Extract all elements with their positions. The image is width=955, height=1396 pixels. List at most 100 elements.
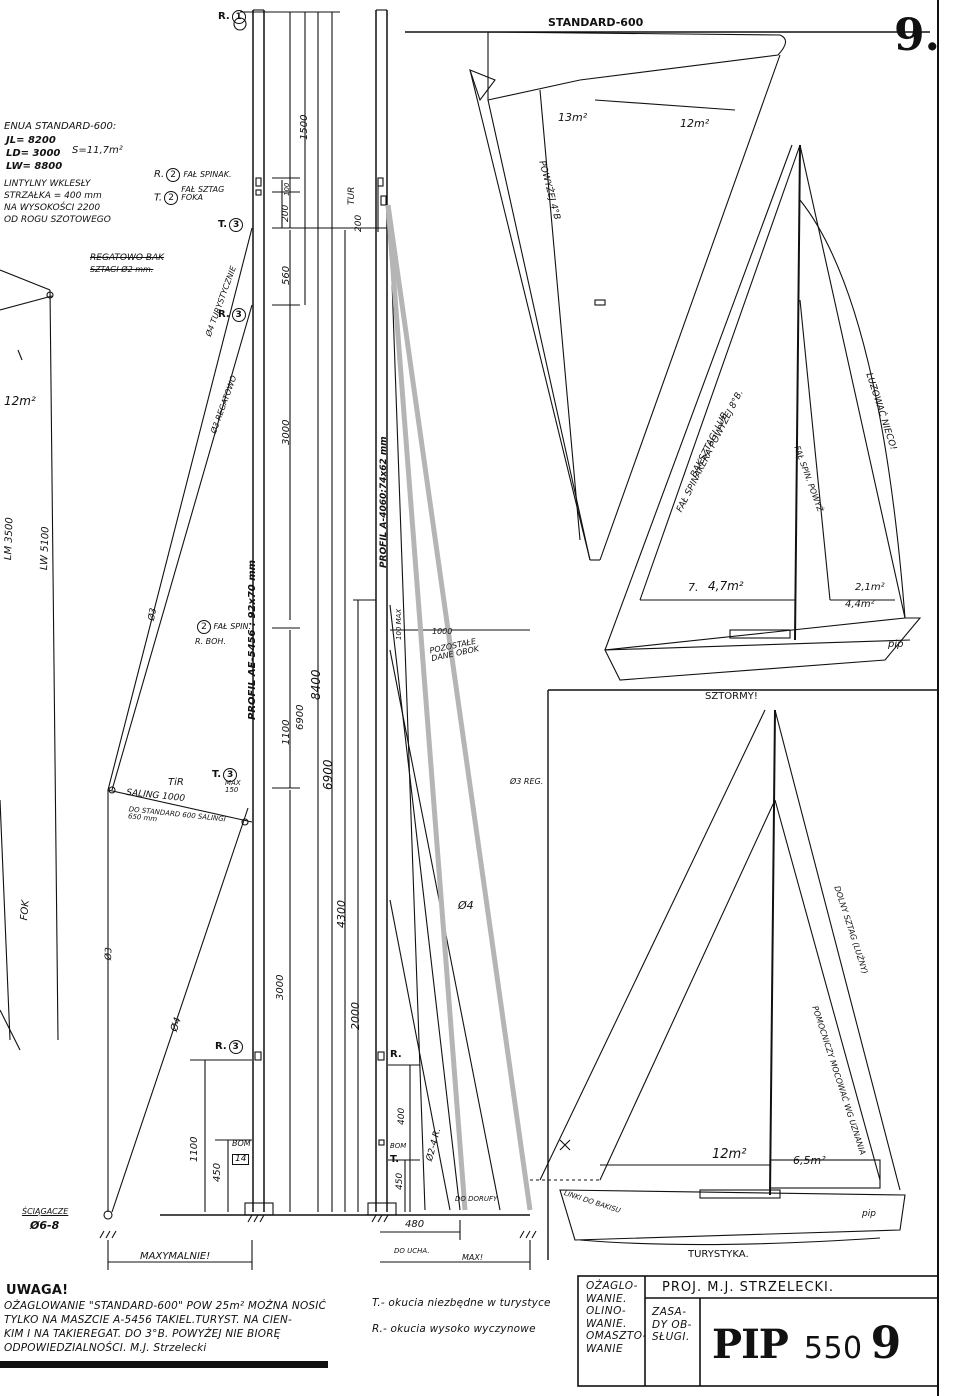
standard-area-2: 12m²: [680, 117, 710, 130]
uwaga-line-2: TYLKO NA MASZCIE A-5456 TAKIEL.TURYST. N…: [4, 1314, 293, 1326]
mast-r1: R.1: [218, 10, 246, 24]
mast-dim-1000: 1000: [432, 627, 453, 636]
spec-note-3: NA WYSOKOŚCI 2200: [4, 203, 101, 213]
spec-row-lw: LW= 8800: [6, 161, 63, 172]
title-block-frame: [577, 1275, 939, 1387]
reg-strike-2: SZTAGI Ø2 mm.: [90, 265, 154, 274]
dim-6900-a: 6900: [295, 704, 306, 730]
highlight-stay: [385, 204, 533, 1211]
mast-sciagacze: ŚCIĄGACZE: [22, 1207, 69, 1216]
bottom-bar: [0, 1361, 328, 1368]
mast-t2-text: T.: [154, 192, 163, 204]
mast-r2-circle: 2: [166, 168, 181, 182]
dim-3000-upper: 3000: [281, 419, 292, 445]
mast-dim-480: 480: [405, 1219, 425, 1230]
title-sztormy: SZTORMY!: [705, 691, 758, 702]
mast-boh: BOM: [232, 1139, 251, 1148]
mast-max-right: MAX!: [462, 1253, 484, 1262]
tb-sheet: 9: [870, 1318, 902, 1369]
dim-450-right: 450: [395, 1172, 405, 1190]
mast-t3-top: T.3: [218, 218, 244, 232]
legend-t: T.- okucia niezbędne w turystyce: [372, 1297, 551, 1309]
mast-profile-left: PROFIL AE-5456 : 92x70 mm: [247, 559, 258, 720]
dim-1500: 1500: [299, 114, 310, 140]
mast-r3-bot-circle: 3: [228, 1040, 243, 1054]
mast-tr: TiR: [168, 777, 184, 788]
dim-6900-b: 6900: [321, 759, 335, 790]
mast-dodorufy: DO DORUFY: [455, 1195, 498, 1203]
uwaga-line-4: ODPOWIEDZIALNOŚCI. M.J. Strzelecki: [4, 1342, 207, 1354]
dim-560: 560: [281, 265, 292, 285]
left-sail-area: 12m²: [4, 394, 36, 408]
dim-200: 200: [281, 204, 291, 222]
storm-area-1: 4,7m²: [708, 579, 744, 593]
tb-col1-0: OŻAGLO-: [586, 1280, 638, 1292]
mast-r1-text: R.: [218, 11, 230, 22]
tb-col1-2: OLINO-: [586, 1305, 627, 1318]
uwaga-line-1: OŻAGLOWANIE "STANDARD-600" POW 25m² MOŻN…: [4, 1300, 327, 1312]
standard-area-1: 13m²: [558, 111, 588, 124]
mast-t3-top-text: T.: [218, 219, 228, 230]
mast-r3-top-circle: 3: [231, 308, 246, 322]
mast-r-right: R.: [390, 1049, 402, 1060]
mast-r3-top: R.3: [218, 308, 246, 322]
left-sail-fok: FOK: [19, 899, 32, 921]
storm-rig-boat: [604, 144, 922, 681]
title-turystyka: TURYSTYKA.: [688, 1249, 749, 1260]
mast-t3-mid-circle: 3: [223, 768, 238, 782]
spec-area: S=11,7m²: [72, 145, 123, 156]
tb-col2-2: SŁUGI.: [652, 1331, 690, 1344]
dim-450-left: 450: [212, 1162, 223, 1182]
dim-100-max: 100 MAX: [395, 608, 403, 640]
spec-row-ld: LD= 3000: [6, 148, 61, 159]
spec-note-1: LINTYLNY WKLESŁY: [4, 179, 91, 189]
title-standard-600: STANDARD-600: [548, 16, 644, 29]
mast-t-right: T.: [390, 1154, 400, 1165]
spec-note-4: OD ROGU SZOTOWEGO: [4, 215, 111, 225]
tour-area-2: 6,5m²: [793, 1154, 826, 1167]
uwaga-line-3: KIM I NA TAKIEREGAT. DO 3°B. POWYŻEJ NIE…: [4, 1328, 281, 1340]
tb-boat-model: PIP 550 9: [712, 1318, 902, 1371]
mast-t3-top-circle: 3: [229, 218, 244, 232]
spec-row-jl: JL= 8200: [6, 135, 56, 146]
tb-col1-5: WANIE: [586, 1342, 624, 1355]
storm-pip-mark: pip: [888, 639, 904, 650]
mast-r2-text: R.: [154, 169, 165, 180]
mast-do-ucha: DO UCHA.: [394, 1247, 430, 1255]
dim-4300: 4300: [335, 900, 348, 928]
mast-max-150: MAX 150: [225, 779, 241, 795]
dim-3000-lower: 3000: [275, 974, 286, 1000]
tb-boat: PIP: [712, 1321, 789, 1368]
dim-100: 100: [283, 182, 291, 196]
mast-boh-num: 14: [232, 1154, 250, 1166]
tb-col2: ZASA- DY OB- SŁUGI.: [652, 1306, 692, 1344]
tb-col1-3: WANIE.: [586, 1317, 627, 1330]
mast-sciagacze-num: Ø6-8: [30, 1219, 60, 1232]
dim-1100-lower: 1100: [189, 1136, 200, 1162]
tb-col1-4: OMASZTO-: [586, 1330, 647, 1343]
left-sail-lm: LM 3500: [3, 517, 16, 561]
mast-d3-lower: Ø3: [104, 947, 115, 961]
mast-r3-bot: R.3: [215, 1040, 243, 1054]
spec-note-2: STRZAŁKA = 400 mm: [4, 191, 102, 201]
mast-r2: R.2 FAŁ SPINAK.: [154, 168, 231, 182]
storm-area-2: 2,1m²: [855, 582, 885, 593]
tb-col2-0: ZASA-: [652, 1306, 687, 1318]
left-sail-lw: LW 5100: [39, 526, 52, 571]
mast-d4: Ø4: [458, 899, 474, 912]
dim-2000: 2000: [349, 1002, 362, 1030]
mast-t3-mid-text: T.: [212, 769, 222, 780]
mast-fal-spin-circle: 2: [197, 620, 211, 634]
mast-reg3: Ø3 REG.: [510, 777, 544, 786]
dim-8400: 8400: [309, 669, 323, 700]
mast-t2-circle: 2: [164, 191, 179, 206]
mast-fal-spin: 2 FAŁ SPIN.: [195, 620, 251, 634]
dim-400-right: 400: [397, 1107, 407, 1125]
mast-t3-mid: T.3: [212, 768, 238, 782]
tb-model: 550: [803, 1331, 863, 1366]
mast-r1-circle: 1: [231, 10, 246, 24]
tour-pip-mark: pip: [862, 1209, 876, 1219]
tb-col1: OŻAGLO- WANIE. OLINO- WANIE. OMASZTO- WA…: [586, 1280, 647, 1356]
